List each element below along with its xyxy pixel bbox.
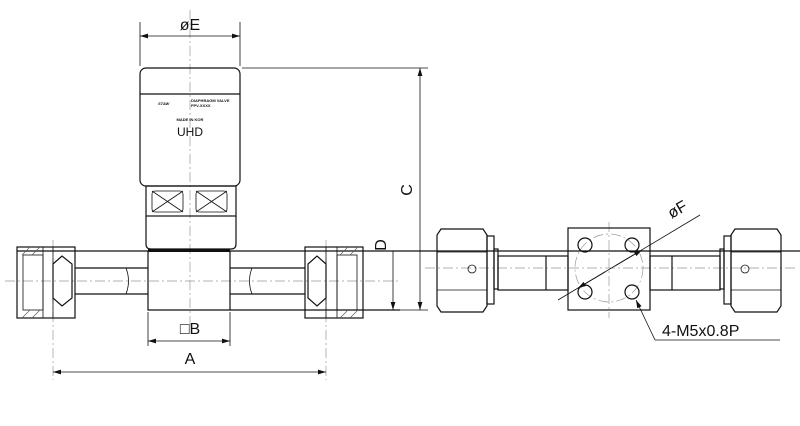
svg-text:C: C [399, 184, 416, 196]
valve-body [17, 250, 420, 311]
svg-text:D: D [373, 239, 390, 251]
left-fitting [16, 246, 76, 319]
dimension-D: D [373, 239, 396, 310]
dimension-C: C [242, 67, 428, 311]
svg-text:A: A [185, 351, 196, 368]
dimension-B: □B [147, 312, 231, 346]
svg-text:øF: øF [665, 198, 691, 223]
dimension-E: øE [139, 17, 241, 66]
top-view [420, 227, 800, 313]
svg-text:4-M5x0.8P: 4-M5x0.8P [662, 323, 739, 340]
svg-text:STAW: STAW [158, 101, 170, 106]
svg-text:□B: □B [180, 321, 200, 338]
dimension-A: A [53, 351, 326, 375]
valve-label: STAW DIAPHRAGM VALVE FPV-XXXX MADE IN KO… [158, 98, 230, 139]
svg-text:DIAPHRAGM VALVE: DIAPHRAGM VALVE [191, 98, 230, 103]
thread-callout: 4-M5x0.8P [635, 299, 780, 341]
svg-text:MADE IN KOR: MADE IN KOR [177, 117, 204, 122]
svg-text:FPV-XXXX: FPV-XXXX [191, 103, 211, 108]
mounting-holes [577, 237, 640, 300]
right-fitting [304, 246, 364, 319]
svg-text:UHD: UHD [177, 125, 203, 139]
svg-text:øE: øE [180, 17, 200, 34]
